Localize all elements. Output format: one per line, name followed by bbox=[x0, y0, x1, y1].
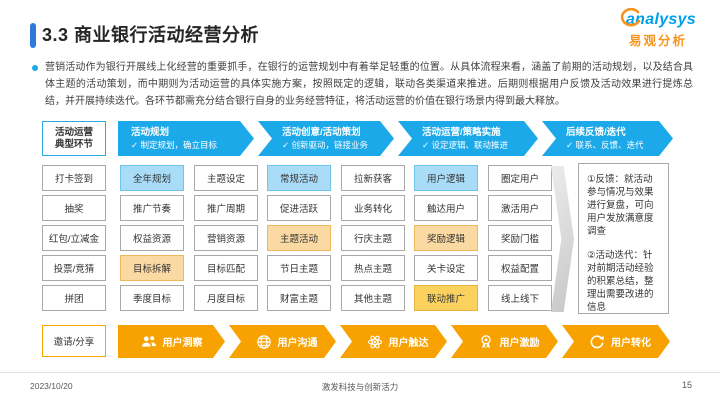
grid-cell: 目标匹配 bbox=[194, 255, 258, 281]
analysys-logo: analysys 易观分析 bbox=[620, 7, 696, 49]
grid-cell: 目标拆解 bbox=[120, 255, 184, 281]
grid-cell: 权益配置 bbox=[488, 255, 552, 281]
stage-subtitle: ✓ 创新驱动，链接业务 bbox=[282, 139, 368, 150]
grid-cell: 季度目标 bbox=[120, 285, 184, 311]
intro-paragraph: 营销活动作为银行开展线上化经营的重要抓手，在银行的运营规划中有着举足轻重的位置。… bbox=[45, 62, 693, 107]
grid-cell: 权益资源 bbox=[120, 225, 184, 251]
users-icon bbox=[141, 334, 157, 350]
stage-title: 活动运营/策略实施 bbox=[422, 126, 501, 138]
stage-title: 活动规划 bbox=[131, 126, 170, 138]
grid-cell: 激活用户 bbox=[488, 195, 552, 221]
grid-cell: 全年规划 bbox=[120, 165, 184, 191]
stage-feedback: 后续反馈/迭代 ✓ 联系、反馈、迭代 bbox=[542, 121, 673, 156]
funnel-label: 用户沟通 bbox=[277, 338, 318, 349]
grid-cell: 主题设定 bbox=[194, 165, 258, 191]
grid-cell: 关卡设定 bbox=[414, 255, 478, 281]
stage-subtitle: ✓ 制定规划，确立目标 bbox=[131, 139, 217, 150]
row-header-line1: 活动运营 bbox=[54, 126, 93, 138]
grid-cell: 用户逻辑 bbox=[414, 165, 478, 191]
footer-slogan: 激发科技与创新活力 bbox=[321, 382, 399, 392]
grid-cell: 月度目标 bbox=[194, 285, 258, 311]
row-label-groupbuy: 拼团 bbox=[42, 285, 106, 311]
funnel-label: 用户洞察 bbox=[162, 338, 203, 349]
atom-icon bbox=[367, 334, 383, 350]
funnel-incentive: 用户激励 bbox=[451, 325, 558, 358]
logo-swoosh-icon bbox=[620, 7, 641, 27]
grid-cell: 推广节奏 bbox=[120, 195, 184, 221]
award-icon bbox=[478, 334, 494, 350]
funnel-communication: 用户沟通 bbox=[229, 325, 336, 358]
grid-cell: 财富主题 bbox=[267, 285, 331, 311]
grid-cell: 奖励门槛 bbox=[488, 225, 552, 251]
chevron-right-arrow bbox=[551, 166, 574, 312]
note-iteration: ②活动迭代：针对前期活动经验的积累总结，整理出需要改进的信息 bbox=[587, 250, 654, 313]
grid-cell: 业务转化 bbox=[341, 195, 405, 221]
stage-subtitle: ✓ 设定逻辑、联动推进 bbox=[422, 139, 508, 150]
row-label-lottery: 抽奖 bbox=[42, 195, 106, 221]
funnel-conversion: 用户转化 bbox=[562, 325, 670, 358]
stage-title: 后续反馈/迭代 bbox=[566, 126, 626, 138]
row-label-redpacket: 红包/立减金 bbox=[42, 225, 106, 251]
grid-cell: 联动推广 bbox=[414, 285, 478, 311]
grid-cell: 促进活跃 bbox=[267, 195, 331, 221]
funnel-reach: 用户触达 bbox=[340, 325, 447, 358]
grid-cell: 推广周期 bbox=[194, 195, 258, 221]
row-header-line2: 典型环节 bbox=[54, 138, 93, 150]
grid-cell: 奖励逻辑 bbox=[414, 225, 478, 251]
footer-date: 2023/10/20 bbox=[30, 381, 73, 391]
funnel-insight: 用户洞察 bbox=[118, 325, 225, 358]
grid-cell: 触达用户 bbox=[414, 195, 478, 221]
title-accent-bar bbox=[30, 23, 36, 48]
row-header-box: 活动运营 典型环节 bbox=[42, 121, 106, 156]
grid-cell: 热点主题 bbox=[341, 255, 405, 281]
footer-divider bbox=[0, 372, 720, 373]
grid-cell: 拉新获客 bbox=[341, 165, 405, 191]
grid-cell: 行庆主题 bbox=[341, 225, 405, 251]
stage-operation: 活动运营/策略实施 ✓ 设定逻辑、联动推进 bbox=[398, 121, 538, 156]
grid-cell: 圈定用户 bbox=[488, 165, 552, 191]
logo-brand-cn: 易观分析 bbox=[628, 34, 687, 48]
feedback-notes-box: ①反馈：就活动参与情况与效果进行复盘，可向用户发放满意度调查 ②活动迭代：针对前… bbox=[578, 163, 669, 314]
row-label-checkin: 打卡签到 bbox=[42, 165, 106, 191]
grid-cell: 其他主题 bbox=[341, 285, 405, 311]
page-title: 3.3 商业银行活动经营分析 bbox=[42, 25, 260, 45]
funnel-label: 用户触达 bbox=[388, 338, 429, 349]
funnel-label: 用户激励 bbox=[499, 338, 540, 349]
funnel-label: 用户转化 bbox=[611, 338, 651, 349]
stage-title: 活动创意/活动策划 bbox=[282, 126, 361, 138]
grid-cell: 主题活动 bbox=[267, 225, 331, 251]
grid-cell: 营销资源 bbox=[194, 225, 258, 251]
grid-cell: 线上线下 bbox=[488, 285, 552, 311]
globe-icon bbox=[256, 334, 272, 350]
page-number: 15 bbox=[681, 380, 692, 390]
row-label-invite: 邀请/分享 bbox=[42, 325, 106, 357]
grid-cell: 节日主题 bbox=[267, 255, 331, 281]
grid-cell: 常规活动 bbox=[267, 165, 331, 191]
logo-brand-en: analysys bbox=[625, 11, 696, 28]
stage-subtitle: ✓ 联系、反馈、迭代 bbox=[566, 139, 644, 150]
row-label-vote: 投票/竞猜 bbox=[42, 255, 106, 281]
note-feedback: ①反馈：就活动参与情况与效果进行复盘，可向用户发放满意度调查 bbox=[587, 174, 654, 237]
stage-creative: 活动创意/活动策划 ✓ 创新驱动，链接业务 bbox=[258, 121, 394, 156]
recycle-icon bbox=[589, 334, 605, 350]
stage-planning: 活动规划 ✓ 制定规划，确立目标 bbox=[118, 121, 254, 156]
bullet-dot bbox=[32, 65, 38, 71]
